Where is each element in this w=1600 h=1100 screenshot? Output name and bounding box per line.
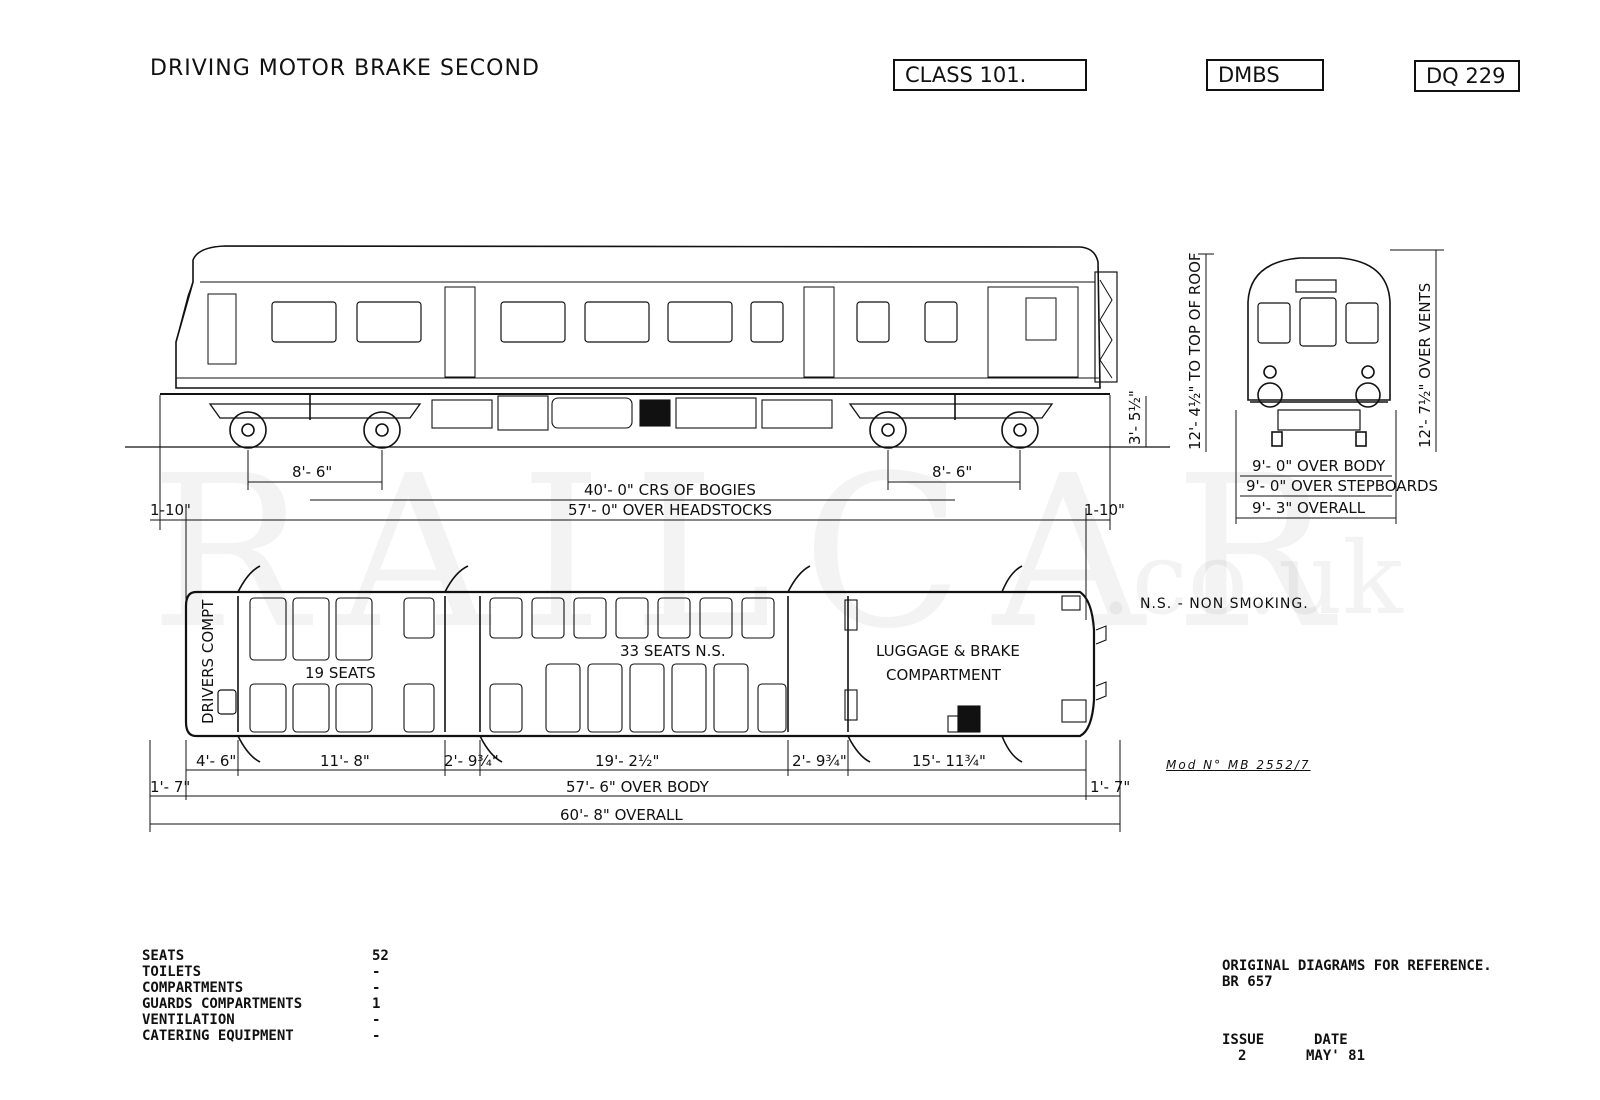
reference-line-2: BR 657 xyxy=(1222,974,1273,990)
dim-plan-vestibule-2: 2'- 9¾" xyxy=(792,752,847,770)
reference-block: ORIGINAL DIAGRAMS FOR REFERENCE. BR 657 xyxy=(1222,958,1492,990)
dim-bogie-wheelbase-left: 8'- 6" xyxy=(292,463,332,481)
issue-label: ISSUE xyxy=(1222,1032,1265,1048)
summary-value: - xyxy=(372,980,381,996)
summary-row: SEATS 52 xyxy=(142,948,412,964)
label-drivers-compt: DRIVERS COMPT xyxy=(199,599,217,724)
dim-plan-luggage: 15'- 11¾" xyxy=(912,752,986,770)
dim-plan-vestibule-1: 2'- 9¾" xyxy=(444,752,499,770)
summary-name: CATERING EQUIPMENT xyxy=(142,1028,294,1044)
dim-end-over-body: 9'- 0" OVER BODY xyxy=(1252,457,1386,475)
summary-name: GUARDS COMPARTMENTS xyxy=(142,996,303,1012)
dim-plan-cab: 4'- 6" xyxy=(196,752,236,770)
dim-plan-overall: 60'- 8" OVERALL xyxy=(560,806,683,824)
seat xyxy=(629,663,665,733)
bogie-left xyxy=(208,394,422,449)
end-elevation xyxy=(1247,257,1391,447)
seat xyxy=(403,597,435,639)
dim-bogie-wheelbase-right: 8'- 6" xyxy=(932,463,972,481)
summary-name: COMPARTMENTS xyxy=(142,980,244,996)
issue-block: ISSUE 2 xyxy=(1222,1032,1264,1064)
dim-headstocks: 57'- 0" OVER HEADSTOCKS xyxy=(568,501,772,519)
date-block: DATE MAY' 81 xyxy=(1306,1032,1365,1064)
diagram-number-label: DQ 229 xyxy=(1426,64,1506,88)
type-box: DMBS xyxy=(1206,59,1324,91)
seat xyxy=(249,683,287,733)
summary-row: COMPARTMENTS - xyxy=(142,980,412,996)
diagram-title: DRIVING MOTOR BRAKE SECOND xyxy=(150,56,540,81)
summary-row: GUARDS COMPARTMENTS 1 xyxy=(142,996,412,1012)
seat xyxy=(531,597,565,639)
label-33-seats: 33 SEATS N.S. xyxy=(620,642,726,660)
summary-name: TOILETS xyxy=(142,964,202,980)
dim-plan-end-right: 1'- 7" xyxy=(1090,778,1130,796)
class-label: CLASS 101. xyxy=(905,63,1027,87)
watermark-railcar: RAILCAR xyxy=(150,430,1363,675)
summary-value: 52 xyxy=(372,948,389,964)
date-label: DATE xyxy=(1314,1032,1348,1048)
non-smoking-note: N.S. - NON SMOKING. xyxy=(1140,596,1309,612)
side-elevation xyxy=(125,245,1170,449)
dim-height-roof: 12'- 4½" TO TOP OF ROOF xyxy=(1186,252,1204,450)
seat xyxy=(489,683,523,733)
seat xyxy=(741,597,775,639)
issue-value: 2 xyxy=(1238,1048,1247,1064)
dim-end-over-stepboards: 9'- 0" OVER STEPBOARDS xyxy=(1246,477,1438,495)
type-label: DMBS xyxy=(1218,63,1280,87)
dim-end-overall: 9'- 3" OVERALL xyxy=(1252,499,1366,517)
seat xyxy=(573,597,607,639)
summary-value: 1 xyxy=(372,996,381,1012)
dim-floor-height: 3'- 5½" xyxy=(1126,390,1144,445)
seat xyxy=(403,683,435,733)
seat xyxy=(335,597,373,661)
modification-note: Mod N° MB 2552/7 xyxy=(1166,758,1311,772)
label-luggage-2: COMPARTMENT xyxy=(886,666,1002,684)
summary-value: - xyxy=(372,964,381,980)
seat xyxy=(671,663,707,733)
seat xyxy=(757,683,787,733)
dim-plan-over-body: 57'- 6" OVER BODY xyxy=(566,778,710,796)
seat xyxy=(292,597,330,661)
summary-name: SEATS xyxy=(142,948,185,964)
summary-name: VENTILATION xyxy=(142,1012,235,1028)
seat xyxy=(489,597,523,639)
reference-line-1: ORIGINAL DIAGRAMS FOR REFERENCE. xyxy=(1222,958,1492,974)
dim-plan-saloon-1: 11'- 8" xyxy=(320,752,370,770)
seat xyxy=(587,663,623,733)
seat xyxy=(249,597,287,661)
seat xyxy=(699,597,733,639)
dim-over-vents: 12'- 7½" OVER VENTS xyxy=(1416,283,1434,448)
summary-table: SEATS 52 TOILETS - COMPARTMENTS - GUARDS CO… xyxy=(142,948,412,1044)
dim-bogie-centres: 40'- 0" CRS OF BOGIES xyxy=(584,481,756,499)
class-box: CLASS 101. xyxy=(893,59,1087,91)
dim-overhang-left: 1-10" xyxy=(150,501,191,519)
seat xyxy=(545,663,581,733)
dim-plan-saloon-2: 19'- 2½" xyxy=(595,752,659,770)
summary-value: - xyxy=(372,1028,381,1044)
dim-overhang-right: 1-10" xyxy=(1084,501,1125,519)
date-value: MAY' 81 xyxy=(1306,1048,1366,1064)
summary-row: CATERING EQUIPMENT - xyxy=(142,1028,412,1044)
seat xyxy=(713,663,749,733)
diagram-number-box: DQ 229 xyxy=(1414,60,1520,92)
seat xyxy=(657,597,691,639)
seat xyxy=(292,683,330,733)
seat xyxy=(335,683,373,733)
label-19-seats: 19 SEATS xyxy=(305,664,376,682)
dimension-lines xyxy=(149,249,1444,832)
label-luggage-1: LUGGAGE & BRAKE xyxy=(876,642,1020,660)
dim-plan-end-left: 1'- 7" xyxy=(150,778,190,796)
summary-row: VENTILATION - xyxy=(142,1012,412,1028)
bogie-right xyxy=(848,394,1054,449)
seats-group xyxy=(249,597,787,733)
seat xyxy=(615,597,649,639)
summary-row: TOILETS - xyxy=(142,964,412,980)
watermark-domain: .co.uk xyxy=(1100,520,1403,637)
summary-value: - xyxy=(372,1012,381,1028)
